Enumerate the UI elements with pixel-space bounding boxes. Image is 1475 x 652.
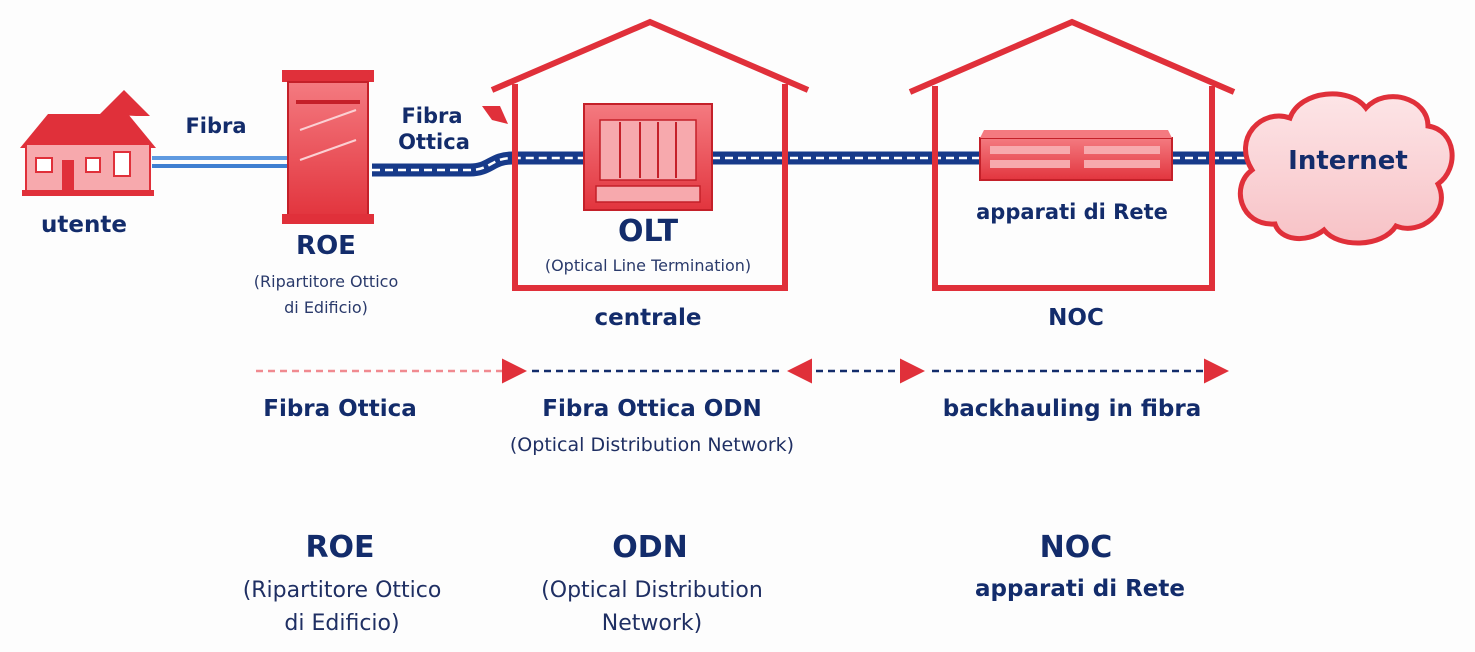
fibra-ottica-label-2: Ottica [398,130,470,154]
summary-roe-desc-1: (Ripartitore Ottico [242,578,442,603]
olt-title: OLT [617,214,679,249]
summary-odn-desc-2: Network) [601,611,703,636]
summary-odn-title: ODN [612,530,688,565]
internet-cloud-icon [1237,91,1455,246]
fiber-cable-roe-olt [372,151,590,177]
olt-desc: (Optical Line Termination) [544,256,752,275]
roe-title: ROE [296,231,356,261]
segment-odn: Fibra Ottica ODN [542,396,762,422]
noc-label: NOC [1048,305,1104,331]
network-rack-icon [979,130,1173,181]
house-icon [20,90,156,196]
olt-device-icon [583,103,713,211]
summary-roe-desc-2: di Edificio) [284,611,400,636]
summary-roe-title: ROE [305,530,375,565]
noc-building [908,18,1236,291]
roe-desc-1: (Ripartitore Ottico [253,272,399,291]
centrale-building [490,18,810,291]
summary-noc-title: NOC [1039,530,1113,565]
pointer-icon [482,106,508,124]
roe-cabinet-icon [282,70,374,224]
fibra-ottica-label-1: Fibra [401,104,463,128]
fiber-cable-light [152,156,290,168]
utente-label: utente [41,212,127,238]
apparati-label: apparati di Rete [976,200,1168,224]
summary-odn-desc-1: (Optical Distribution [541,578,763,603]
fibra-label: Fibra [185,114,247,138]
summary-noc-desc: apparati di Rete [975,576,1185,602]
segment-fibra-ottica: Fibra Ottica [263,396,417,422]
centrale-label: centrale [594,305,702,331]
segment-backhauling: backhauling in fibra [942,396,1202,422]
segment-odn-sub: (Optical Distribution Network) [509,434,795,456]
internet-label: Internet [1288,146,1408,176]
roe-desc-2: di Edificio) [284,298,368,317]
